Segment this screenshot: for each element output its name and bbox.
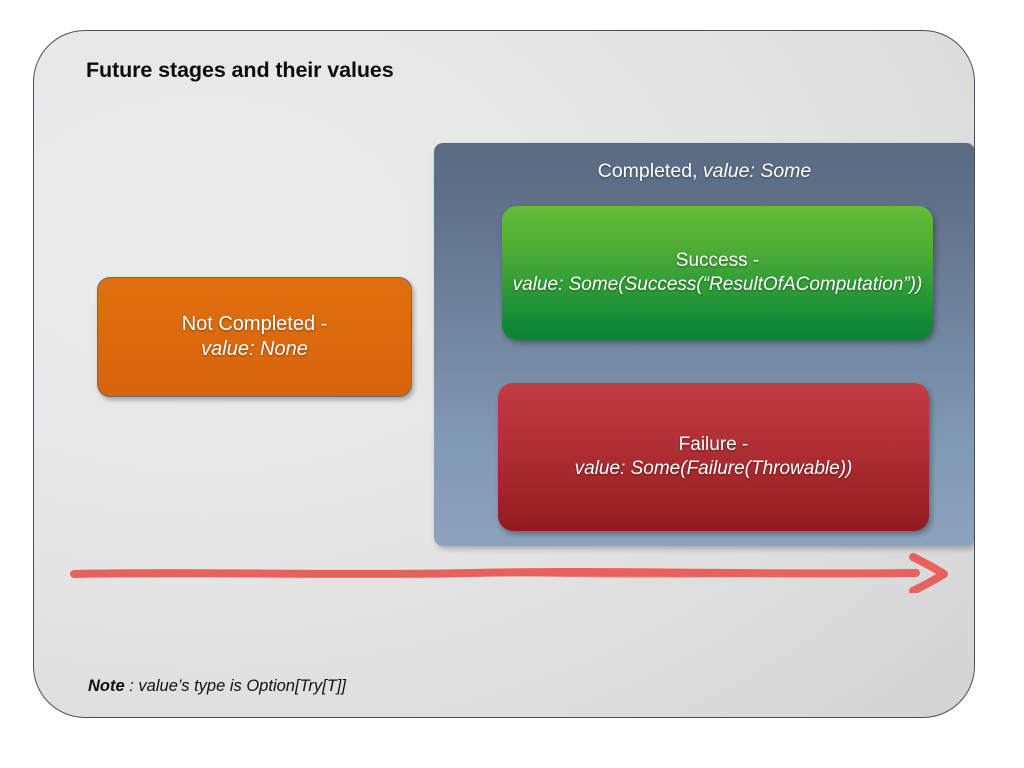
failure-box[interactable]: Failure - value: Some(Failure(Throwable)… <box>498 383 929 531</box>
page-title: Future stages and their values <box>86 58 394 82</box>
footnote-body: : value’s type is Option[Try[T]] <box>124 677 346 695</box>
success-line1: Success - <box>675 250 760 272</box>
completed-header-main: Completed, <box>597 160 698 182</box>
not-completed-line1: Not Completed - <box>181 313 328 336</box>
failure-line2: value: Some(Failure(Throwable)) <box>574 458 853 479</box>
arrow-right-icon <box>70 553 948 593</box>
time-axis-arrow: Time <box>70 553 950 593</box>
not-completed-line2: value: None <box>201 338 308 360</box>
not-completed-box[interactable]: Not Completed - value: None <box>97 277 412 397</box>
completed-container[interactable]: Completed, value: Some Success - value: … <box>434 143 974 546</box>
completed-header-emphasis: value: Some <box>697 160 812 182</box>
failure-line1: Failure - <box>678 434 749 456</box>
footnote: Note : value’s type is Option[Try[T]] <box>88 677 346 696</box>
not-completed-text: Not Completed - value: None <box>182 312 328 362</box>
success-line2: value: Some(Success(“ResultOfAComputatio… <box>512 274 923 295</box>
failure-text: Failure - value: Some(Failure(Throwable)… <box>575 433 853 480</box>
success-box[interactable]: Success - value: Some(Success(“ResultOfA… <box>502 206 933 340</box>
success-text: Success - value: Some(Success(“ResultOfA… <box>513 249 923 296</box>
footnote-label: Note <box>88 677 125 695</box>
slide-card: Future stages and their values Not Compl… <box>33 30 975 718</box>
completed-header: Completed, value: Some <box>434 159 974 183</box>
